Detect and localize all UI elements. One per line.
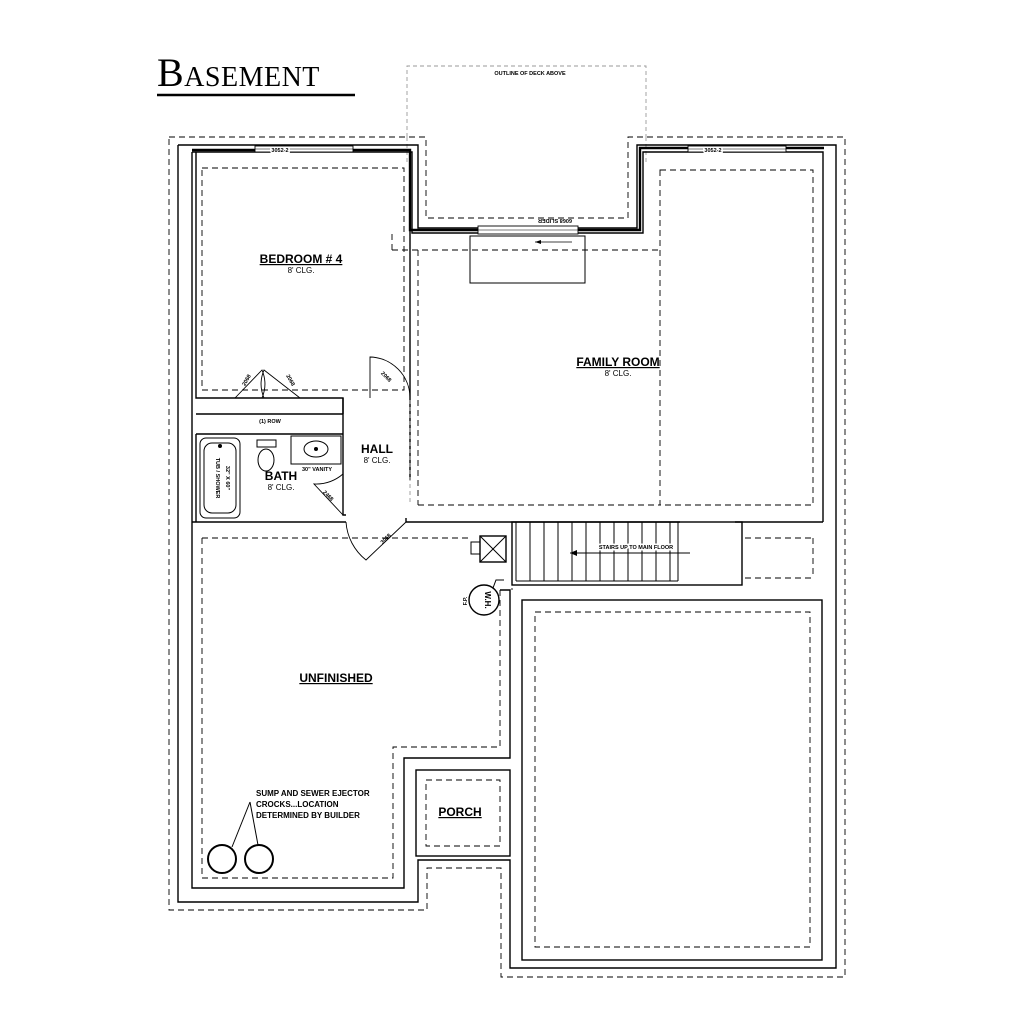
exterior-landing bbox=[469, 235, 586, 284]
window-right bbox=[687, 145, 787, 153]
unfinished-door-label: 3068 bbox=[380, 533, 393, 546]
bedroom-label: BEDROOM # 4 bbox=[260, 252, 343, 266]
hall-walls bbox=[342, 356, 411, 516]
bath-door bbox=[312, 473, 344, 516]
window-left-label: 3052-2 bbox=[271, 148, 288, 154]
bedroom-ceiling: 8' CLG. bbox=[288, 266, 315, 275]
deck-outline-label: OUTLINE OF DECK ABOVE bbox=[494, 71, 566, 77]
garage-area bbox=[521, 599, 823, 961]
sump-note-line1: SUMP AND SEWER EJECTOR bbox=[256, 789, 370, 798]
unfinished-label: UNFINISHED bbox=[299, 671, 373, 685]
porch-label: PORCH bbox=[438, 805, 481, 819]
hall-door-label: 2068 bbox=[379, 371, 392, 384]
bath-door-label: 2468 bbox=[321, 490, 334, 503]
closet-doors bbox=[234, 369, 301, 399]
fp-label: F.P. bbox=[463, 596, 469, 605]
plan-title: Basement bbox=[157, 50, 320, 95]
family-room-label: FAMILY ROOM bbox=[576, 355, 659, 369]
slider-door bbox=[477, 225, 579, 244]
family-room bbox=[391, 169, 814, 506]
tub-label-type: TUB / SHOWER bbox=[214, 458, 220, 499]
closet-row-label: (1) ROW bbox=[259, 419, 282, 425]
porch bbox=[415, 769, 511, 857]
closet-door-left-label: 2068 bbox=[241, 374, 252, 388]
tub-shower bbox=[199, 437, 241, 519]
family-room-ceiling: 8' CLG. bbox=[605, 369, 632, 378]
bedroom-walls bbox=[195, 152, 411, 415]
slider-label: 6068 SLIDER bbox=[538, 217, 572, 223]
sump-note-line3: DETERMINED BY BUILDER bbox=[256, 811, 360, 820]
hall-label: HALL bbox=[361, 442, 393, 456]
unfinished-door bbox=[345, 521, 407, 561]
stairs bbox=[511, 521, 814, 586]
unfinished-area bbox=[201, 537, 513, 879]
vanity-label: 30" VANITY bbox=[302, 467, 332, 473]
vanity-sink bbox=[290, 435, 342, 465]
stairs-label: STAIRS UP TO MAIN FLOOR bbox=[599, 545, 673, 551]
water-heater bbox=[468, 579, 504, 616]
exterior-walls bbox=[177, 144, 837, 969]
window-left bbox=[254, 145, 354, 153]
hall-ceiling: 8' CLG. bbox=[364, 456, 391, 465]
tub-label-size: 32" X 60" bbox=[224, 466, 230, 491]
deck-outline bbox=[406, 65, 647, 162]
bath-ceiling: 8' CLG. bbox=[268, 483, 295, 492]
furnace bbox=[470, 535, 507, 563]
bath-label: BATH bbox=[265, 469, 297, 483]
sump-crocks bbox=[207, 801, 274, 874]
sump-note-line2: CROCKS...LOCATION bbox=[256, 800, 339, 809]
window-right-label: 3052-2 bbox=[704, 148, 721, 154]
water-heater-label: W.H. bbox=[483, 591, 492, 608]
bath-walls bbox=[195, 433, 343, 522]
toilet bbox=[256, 439, 277, 472]
closet-door-right-label: 2068 bbox=[284, 374, 295, 388]
